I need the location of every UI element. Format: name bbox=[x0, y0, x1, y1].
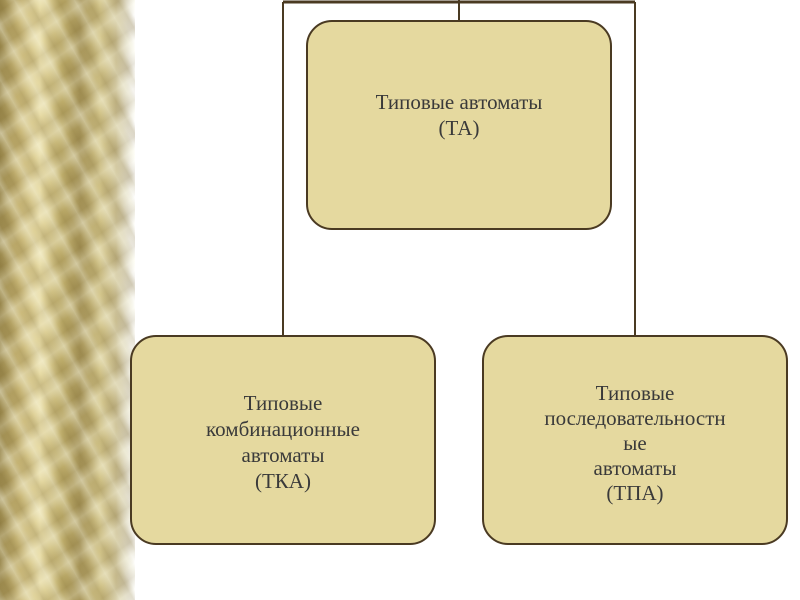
node-combinational-automata-label: Типовые комбинационные автоматы (ТКА) bbox=[206, 391, 360, 493]
node-combinational-automata: Типовые комбинационные автоматы (ТКА) bbox=[130, 335, 436, 545]
node-sequential-automata: Типовые последовательностн ые автоматы (… bbox=[482, 335, 788, 545]
node-sequential-automata-label: Типовые последовательностн ые автоматы (… bbox=[544, 380, 726, 505]
node-typical-automata-label: Типовые автоматы (ТА) bbox=[375, 90, 543, 140]
decorative-side-border bbox=[0, 0, 135, 600]
node-typical-automata: Типовые автоматы (ТА) bbox=[306, 20, 612, 230]
